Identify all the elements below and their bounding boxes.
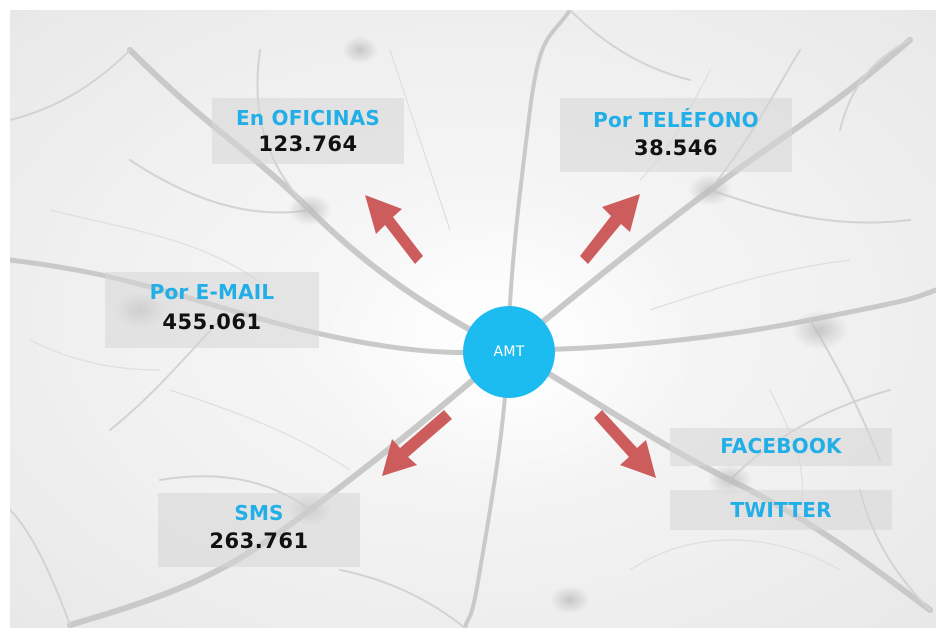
channel-title-sms: SMS <box>234 501 284 525</box>
arrows-layer <box>365 194 656 478</box>
channel-box-twitter: TWITTER <box>670 490 892 530</box>
channel-title-facebook: FACEBOOK <box>720 434 842 458</box>
channel-box-email: Por E-MAIL 455.061 <box>105 272 319 348</box>
arrow-to-sms <box>382 410 452 476</box>
channel-box-telefono: Por TELÉFONO 38.546 <box>560 98 792 172</box>
center-node-label: AMT <box>493 344 525 360</box>
channel-box-oficinas: En OFICINAS 123.764 <box>212 98 404 164</box>
channel-title-oficinas: En OFICINAS <box>236 106 380 130</box>
channel-title-twitter: TWITTER <box>730 498 832 522</box>
channel-value-email: 455.061 <box>162 310 262 334</box>
channel-value-oficinas: 123.764 <box>258 132 358 156</box>
channel-title-telefono: Por TELÉFONO <box>593 108 759 132</box>
channel-box-sms: SMS 263.761 <box>158 493 360 567</box>
center-node-amt: AMT <box>463 306 555 398</box>
channel-value-telefono: 38.546 <box>633 136 719 160</box>
diagram-canvas: En OFICINAS 123.764 Por TELÉFONO 38.546 … <box>10 10 936 628</box>
arrow-to-oficinas <box>365 195 423 264</box>
arrow-to-social <box>594 410 656 478</box>
arrow-to-telefono <box>580 194 640 264</box>
channel-box-facebook: FACEBOOK <box>670 428 892 466</box>
channel-title-email: Por E-MAIL <box>149 280 275 304</box>
channel-value-sms: 263.761 <box>209 529 309 553</box>
